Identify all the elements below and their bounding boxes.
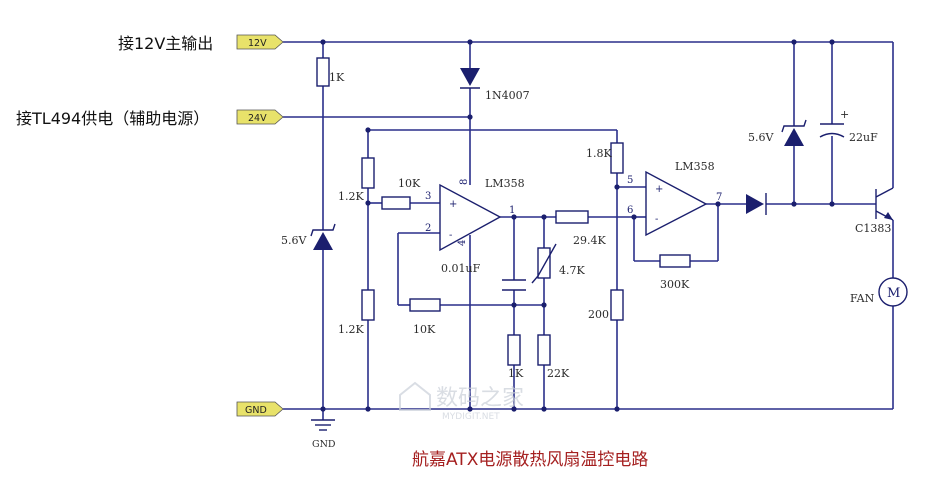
watermark-sub: MYDIGIT.NET [442, 412, 500, 422]
pin-op1-4: 4 [457, 240, 468, 246]
label-ntc: 4.7K [559, 264, 585, 277]
port-24v [236, 109, 284, 125]
label-r12k-upper: 1.2K [338, 190, 364, 203]
pin-op2-6: 6 [627, 205, 633, 216]
resistor-1-2k-upper [361, 157, 375, 189]
transistor-c1383 [875, 187, 894, 221]
label-r1k-top: 1K [329, 71, 345, 84]
label-r10k-input: 10K [398, 177, 421, 190]
pin-op1-2: 2 [425, 223, 431, 234]
port-tags: 12V 24V GND [236, 34, 284, 417]
label-r1k-bottom: 1K [508, 367, 524, 380]
zener-right [781, 119, 807, 146]
watermark-main: 数码之家 [436, 386, 524, 411]
svg-text:-: - [655, 214, 658, 225]
watermark: 数码之家 MYDIGIT.NET [399, 381, 524, 422]
label-cap-001: 0.01uF [441, 262, 481, 275]
label-zener-right: 5.6V [748, 131, 774, 144]
zener-left [310, 223, 336, 250]
opamp-2: + - [645, 170, 708, 237]
resistor-1-2k-lower [361, 289, 375, 321]
fan-motor [878, 277, 908, 307]
junction-dots [320, 39, 835, 412]
svg-text:+: + [449, 199, 457, 210]
resistor-1-8k [610, 142, 624, 174]
resistors [316, 57, 691, 366]
resistor-1k-top [316, 57, 330, 87]
svg-text:+: + [655, 184, 663, 195]
port-gnd-label: GND [245, 405, 267, 416]
resistor-1k-bottom [507, 334, 521, 366]
svg-text:+: + [840, 108, 849, 121]
pin-op2-5: 5 [627, 175, 633, 186]
capacitor-0-01uf [502, 279, 526, 291]
resistor-200 [610, 289, 624, 321]
label-r18k: 1.8K [586, 147, 612, 160]
pin-op1-8: 8 [459, 179, 470, 185]
resistor-29-4k [555, 210, 589, 224]
capacitor-22uf: + [819, 108, 849, 138]
resistor-22k [537, 334, 551, 366]
port-gnd [236, 401, 284, 417]
opamp-1: + - [439, 183, 502, 252]
label-r10k-feedback: 10K [413, 323, 436, 336]
input-tl494-label: 接TL494供电（辅助电源） [16, 109, 209, 128]
motor-symbol: M [887, 286, 900, 301]
label-r200: 200 [588, 308, 609, 321]
pin-op1-1: 1 [509, 205, 515, 216]
resistor-300k [659, 254, 691, 268]
pin-op2-7: 7 [716, 192, 722, 203]
ntc-thermistor [531, 243, 557, 284]
label-fan: FAN [850, 292, 875, 305]
port-12v-label: 12V [248, 38, 267, 49]
input-12v-label: 接12V主输出 [118, 34, 213, 53]
diagram-title: 航嘉ATX电源散热风扇温控电路 [412, 450, 648, 470]
label-gnd-symbol: GND [312, 439, 336, 450]
resistor-10k-input [381, 196, 411, 210]
wires [283, 41, 894, 420]
port-12v [236, 34, 284, 50]
pin-op1-3: 3 [425, 191, 431, 202]
port-24v-label: 24V [248, 113, 267, 124]
label-transistor: C1383 [855, 222, 891, 235]
label-cap-22uf: 22uF [849, 131, 878, 144]
label-r300k: 300K [660, 278, 690, 291]
label-zener-left: 5.6V [281, 234, 307, 247]
label-r294k: 29.4K [573, 234, 606, 247]
svg-text:-: - [449, 230, 452, 241]
ground-symbol [311, 419, 335, 431]
diode-1n4007 [460, 68, 480, 89]
label-opamp1: LM358 [485, 177, 525, 190]
label-r22k: 22K [547, 367, 570, 380]
diode-output [746, 193, 767, 215]
label-r12k-lower: 1.2K [338, 323, 364, 336]
resistor-10k-feedback [409, 298, 441, 312]
label-1n4007: 1N4007 [485, 89, 530, 102]
label-opamp2: LM358 [675, 160, 715, 173]
